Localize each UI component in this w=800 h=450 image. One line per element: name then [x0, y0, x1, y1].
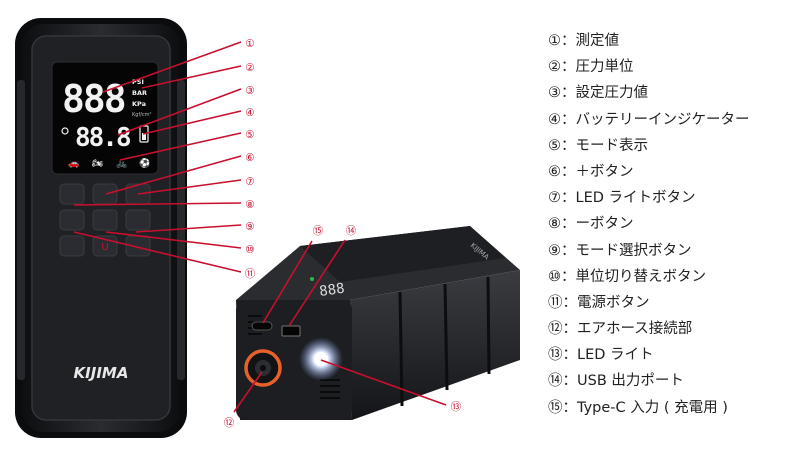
callout-15: ⑮: [313, 225, 324, 237]
svg-text:⑩: ⑩: [245, 244, 254, 256]
car-icon: 🚗: [68, 159, 79, 169]
callout-5: ⑤: [245, 129, 254, 141]
angled-display: 888: [318, 281, 345, 300]
type-c-port: [251, 321, 273, 331]
callout-8: ⑧: [245, 199, 254, 211]
led-light: [314, 352, 328, 366]
unit-bar: BAR: [132, 89, 147, 97]
plus-button[interactable]: [92, 209, 118, 231]
svg-text:③: ③: [245, 85, 254, 97]
button-grid: U: [59, 183, 151, 257]
svg-text:⑬: ⑬: [451, 401, 462, 413]
callout-lines: [73, 41, 447, 413]
callout-10: ⑩: [245, 244, 254, 256]
callout-4: ④: [245, 107, 254, 119]
light-button[interactable]: [125, 209, 151, 231]
parts-legend: ①：測定値 ②：圧力単位 ③：設定圧力値 ④：バッテリーインジケーター ⑤：モー…: [548, 28, 798, 421]
set-value-digits: 88.8: [75, 123, 131, 153]
legend-item-6: ⑥：＋ボタン: [548, 163, 634, 180]
motorcycle-icon: 🏍: [92, 159, 104, 169]
callout-6: ⑥: [245, 152, 254, 164]
person-icon: [61, 127, 69, 135]
svg-text:⑪: ⑪: [245, 268, 256, 280]
svg-text:②: ②: [245, 62, 254, 74]
unit-kgf: Kgf/cm²: [132, 112, 152, 118]
brand-logo: KIJIMA: [74, 364, 129, 382]
svg-text:⑨: ⑨: [245, 221, 254, 233]
svg-text:⑦: ⑦: [245, 176, 254, 188]
button-top-left[interactable]: [59, 183, 85, 205]
callout-2: ②: [245, 62, 254, 74]
measured-value-digits: 888: [62, 77, 125, 121]
svg-text:①: ①: [245, 38, 254, 50]
legend-item-12: ⑫：エアホース接続部: [548, 321, 693, 338]
callout-markers: ① ② ③ ④ ⑤ ⑥ ⑦ ⑧ ⑨ ⑩ ⑪ ⑫ ⑬ ⑭ ⑮: [224, 38, 462, 429]
legend-item-2: ②：圧力単位: [548, 59, 634, 76]
legend-item-15: ⑮：Type-C 入力 ( 充電用 ): [548, 399, 728, 416]
svg-text:⑫: ⑫: [224, 417, 235, 429]
usb-port: [281, 325, 301, 337]
legend-item-14: ⑭：USB 出力ポート: [548, 373, 684, 390]
callout-11: ⑪: [245, 268, 256, 280]
bicycle-icon: 🚲: [116, 159, 127, 169]
lcd-screen: [51, 61, 159, 175]
callout-14: ⑭: [346, 225, 357, 237]
legend-item-8: ⑧：ーボタン: [548, 216, 634, 233]
unit-button-mark: U: [101, 242, 108, 253]
legend-item-1: ①：測定値: [548, 33, 619, 49]
svg-text:⑮: ⑮: [313, 225, 324, 237]
callout-9: ⑨: [245, 221, 254, 233]
svg-text:⑤: ⑤: [245, 129, 254, 141]
callout-7: ⑦: [245, 176, 254, 188]
svg-text:⑭: ⑭: [346, 225, 357, 237]
power-button[interactable]: [59, 235, 85, 257]
unit-psi: PSI: [132, 78, 144, 86]
legend-item-11: ⑪：電源ボタン: [548, 294, 650, 311]
callout-13: ⑬: [451, 401, 462, 413]
svg-text:⑧: ⑧: [245, 199, 254, 211]
minus-button[interactable]: [59, 209, 85, 231]
callout-3: ③: [245, 85, 254, 97]
unit-kpa: KPa: [132, 100, 146, 108]
legend-item-5: ⑤：モード表示: [548, 137, 648, 154]
legend-item-9: ⑨：モード選択ボタン: [548, 242, 692, 259]
legend-item-3: ③：設定圧力値: [548, 85, 648, 102]
button-top-mid[interactable]: [92, 183, 118, 205]
ball-icon: ⚽: [138, 157, 150, 169]
svg-text:④: ④: [245, 107, 254, 119]
svg-text:⑥: ⑥: [245, 152, 254, 164]
angled-device: 888 KIJIMA: [236, 226, 520, 420]
callout-1: ①: [245, 38, 254, 50]
legend-item-7: ⑦：LED ライトボタン: [548, 190, 696, 207]
lcd-contents: 888 PSI BAR KPa Kgf/cm² 88.8 🚗 🏍 🚲 ⚽: [61, 77, 152, 169]
legend-item-10: ⑩：単位切り替えボタン: [548, 268, 706, 285]
callout-12: ⑫: [224, 417, 235, 429]
legend-item-4: ④：バッテリーインジケーター: [548, 111, 750, 128]
legend-item-13: ⑬：LED ライト: [548, 347, 654, 364]
